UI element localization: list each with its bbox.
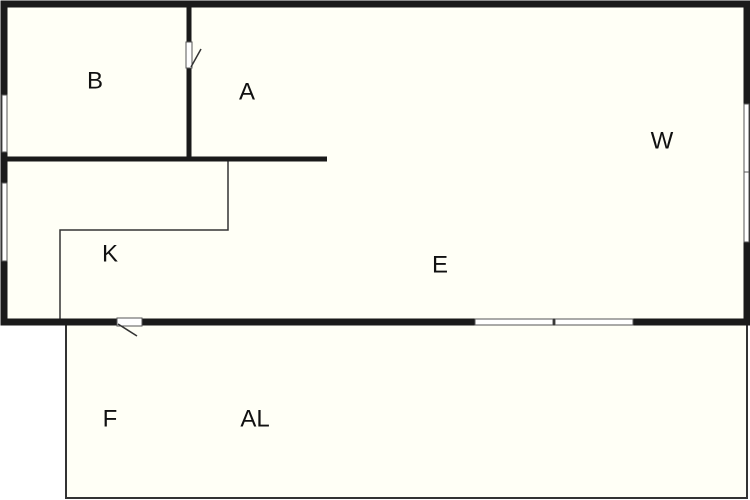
door-swing-b-a	[190, 48, 202, 68]
room-label-b: B	[87, 67, 103, 94]
kitchen-boundary-line	[59, 160, 229, 322]
room-label-w: W	[651, 127, 674, 154]
room-label-al: AL	[240, 405, 269, 432]
window-right-lower	[743, 171, 750, 243]
interior-fill	[4, 4, 747, 322]
window-left-lower	[1, 182, 8, 262]
lower-extension	[65, 321, 748, 499]
room-label-k: K	[102, 240, 118, 267]
room-label-e: E	[432, 251, 448, 278]
door-b-a	[185, 41, 193, 69]
door-swing-bottom	[117, 323, 138, 337]
window-bottom-1	[474, 318, 554, 326]
window-bottom-2	[554, 318, 634, 326]
room-label-a: A	[239, 78, 255, 105]
door-bottom	[116, 317, 143, 327]
room-label-f: F	[103, 405, 118, 432]
window-right-upper	[743, 103, 750, 173]
window-left-upper	[1, 94, 8, 153]
